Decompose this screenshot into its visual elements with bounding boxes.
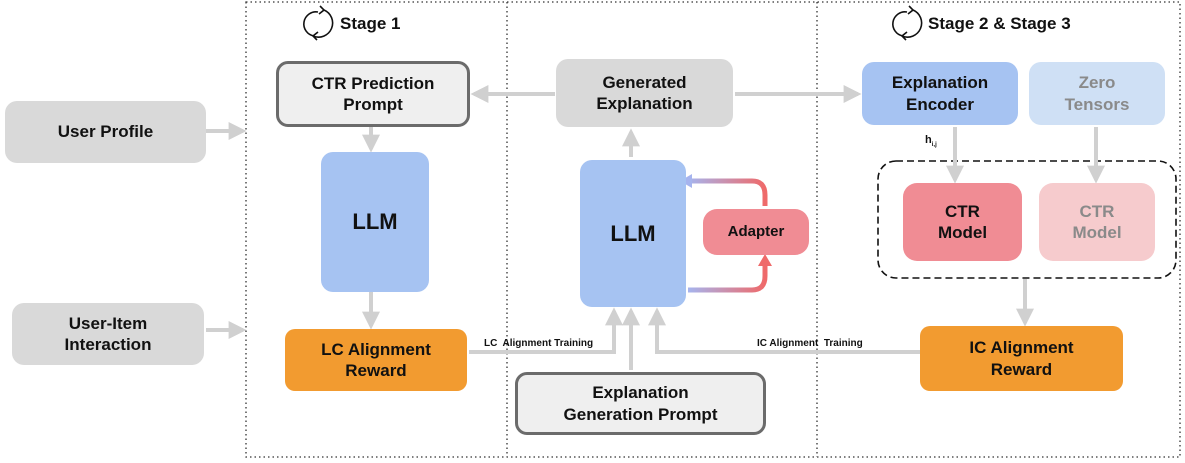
user-item-interaction-box: User-Item Interaction [12,303,204,365]
stage-2-3-title: Stage 2 & Stage 3 [928,14,1071,33]
ic-training-label: IC Alignment Training [757,338,863,349]
ctr-model-zero-box: CTR Model [1039,183,1155,261]
user-profile-box: User Profile [5,101,206,163]
adapter-loop-top-head [680,174,692,188]
stage1-llm-box: LLM [321,152,429,292]
explanation-generation-prompt-box: Explanation Generation Prompt [515,372,766,435]
zero-tensors-box: Zero Tensors [1029,62,1165,125]
adapter-loop-bottom-head [758,254,772,266]
stage-1-title: Stage 1 [340,14,401,33]
ctr-prediction-prompt-box: CTR Prediction Prompt [276,61,470,127]
adapter-loop-bottom [688,264,768,293]
lc-alignment-reward-box: LC Alignment Reward [285,329,467,391]
adapter-loop-top [688,178,768,206]
ctr-model-box: CTR Model [903,183,1022,261]
h-ij-label: hi,j [925,134,937,149]
explanation-encoder-box: Explanation Encoder [862,62,1018,125]
adapter-box: Adapter [703,209,809,255]
ctr-models-group [877,160,1177,279]
cycle-icon [892,5,923,41]
outer-frame [245,1,1181,458]
lc-training-label: LC Alignment Training [484,338,594,349]
cycle-icon [303,5,334,41]
ic-alignment-reward-box: IC Alignment Reward [920,326,1123,391]
arrow-ic-training [648,307,920,354]
arrow-lc-training [469,307,623,354]
generated-explanation-box: Generated Explanation [556,59,733,127]
middle-llm-box: LLM [580,160,686,307]
